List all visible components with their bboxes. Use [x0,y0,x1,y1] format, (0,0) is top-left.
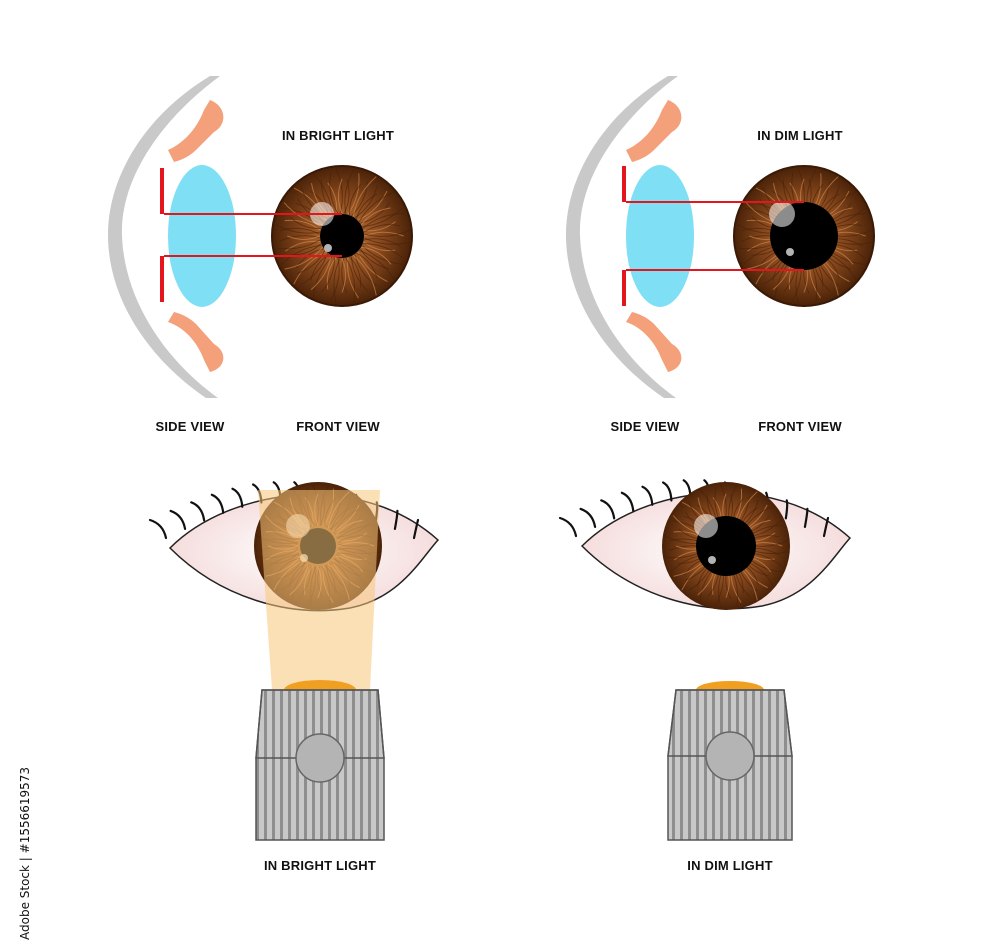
side-view-bright [108,76,342,398]
iris-strand [361,246,392,265]
highlight-small [708,556,716,564]
iris-strand [297,250,326,275]
eyelash [393,509,399,531]
iris-aperture-lower [160,256,164,302]
iris-texture [274,168,411,303]
eyelash [620,491,635,512]
lens [624,163,696,309]
ciliary-lower [626,312,682,372]
iris-strand [341,258,347,293]
iris-aperture-lower [622,270,626,306]
cornea-shape [566,76,678,398]
iris-strand [274,223,321,234]
highlight [769,201,795,227]
iris-strand [363,243,404,259]
iris-strand [358,191,395,222]
iris-strand [349,256,362,288]
eyelash [803,507,809,529]
caption-dim: IN DIM LIGHT [687,858,772,873]
front-view-dim [733,165,875,307]
light-beam [258,490,380,690]
side-view-dim [566,76,804,398]
iris-strand [329,172,339,215]
eyelash [412,518,420,540]
iris-strand [363,238,402,247]
ciliary-upper [168,100,224,162]
title-dim-top: IN DIM LIGHT [757,128,842,143]
eyelash [558,516,578,538]
iris-strand [330,257,340,301]
caption-bright: IN BRIGHT LIGHT [264,858,376,873]
lens [166,163,238,309]
ciliary-upper [626,100,682,162]
iris-strand [321,257,335,293]
stock-id-watermark: Adobe Stock | #1556619573 [18,767,32,940]
flashlight-head [667,689,793,757]
iris-aperture-upper [622,166,626,202]
highlight-small [324,244,332,252]
eyelash [822,516,830,538]
iris-strand [362,213,404,229]
highlight [694,514,718,538]
eyelash [210,493,225,514]
iris-strand [356,252,378,279]
ciliary-lower [168,312,224,372]
iris-strand [344,169,355,215]
eye-bright [148,481,440,841]
iris-strand [310,255,332,290]
iris-strand [337,178,343,214]
iris-strand [360,207,391,226]
iris-strand [284,246,323,270]
flashlight-head [255,689,385,759]
eye-dim [558,479,852,841]
iris-strand [349,183,362,215]
iris-strand [345,257,356,303]
eyelash [148,518,168,540]
front-view-bright [260,165,413,307]
iris-strand [358,249,395,280]
iris-strand [363,224,401,233]
eyelash [190,501,206,522]
flashlight-button [295,733,345,783]
iris-strand [364,229,411,237]
iris-strand [287,235,320,240]
title-bright-top: IN BRIGHT LIGHT [282,128,394,143]
highlight-small [786,248,794,256]
side-view-label-right: SIDE VIEW [611,419,681,434]
eyelash [641,485,654,506]
iris-strand [352,176,377,217]
front-view-label-right: FRONT VIEW [758,419,842,434]
iris-strand [289,216,321,229]
iris-strand [352,255,377,296]
eyelash [784,499,789,520]
eyelash [169,509,187,531]
eyelash [600,499,616,520]
eyelash [661,481,673,502]
eyelash [579,507,597,529]
front-view-label-left: FRONT VIEW [296,419,380,434]
flashlight-button [705,731,755,781]
iris-aperture-upper [160,168,164,214]
side-view-label-left: SIDE VIEW [156,419,226,434]
iris-strand [274,239,321,250]
iris-strand [355,193,378,219]
eyelash [231,487,244,508]
cornea-shape [108,76,220,398]
